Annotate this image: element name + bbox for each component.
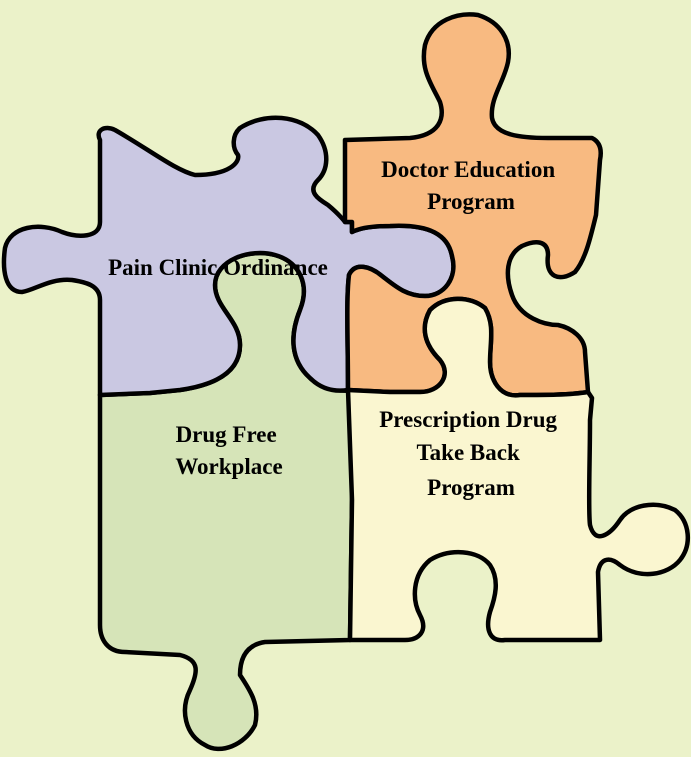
label-doctor-education: Doctor Education Program (381, 157, 561, 214)
label-take-back-line-1: Prescription Drug (379, 407, 557, 432)
label-drug-free-line-2: Workplace (175, 454, 282, 479)
label-take-back-line-3: Program (427, 475, 515, 500)
label-doctor-education-line-2: Program (427, 189, 515, 214)
piece-prescription-drug-take-back (345, 296, 690, 643)
piece-doctor-education-program (342, 12, 603, 398)
label-doctor-education-line-1: Doctor Education (381, 157, 555, 182)
label-pain-clinic-line-1: Pain Clinic Ordinance (108, 255, 328, 280)
label-drug-free-line-1: Drug Free (176, 422, 277, 447)
label-take-back: Prescription Drug Take Back Program (379, 407, 563, 500)
label-take-back-line-2: Take Back (416, 440, 520, 465)
label-drug-free: Drug Free Workplace (175, 422, 282, 479)
label-pain-clinic: Pain Clinic Ordinance (108, 255, 328, 280)
